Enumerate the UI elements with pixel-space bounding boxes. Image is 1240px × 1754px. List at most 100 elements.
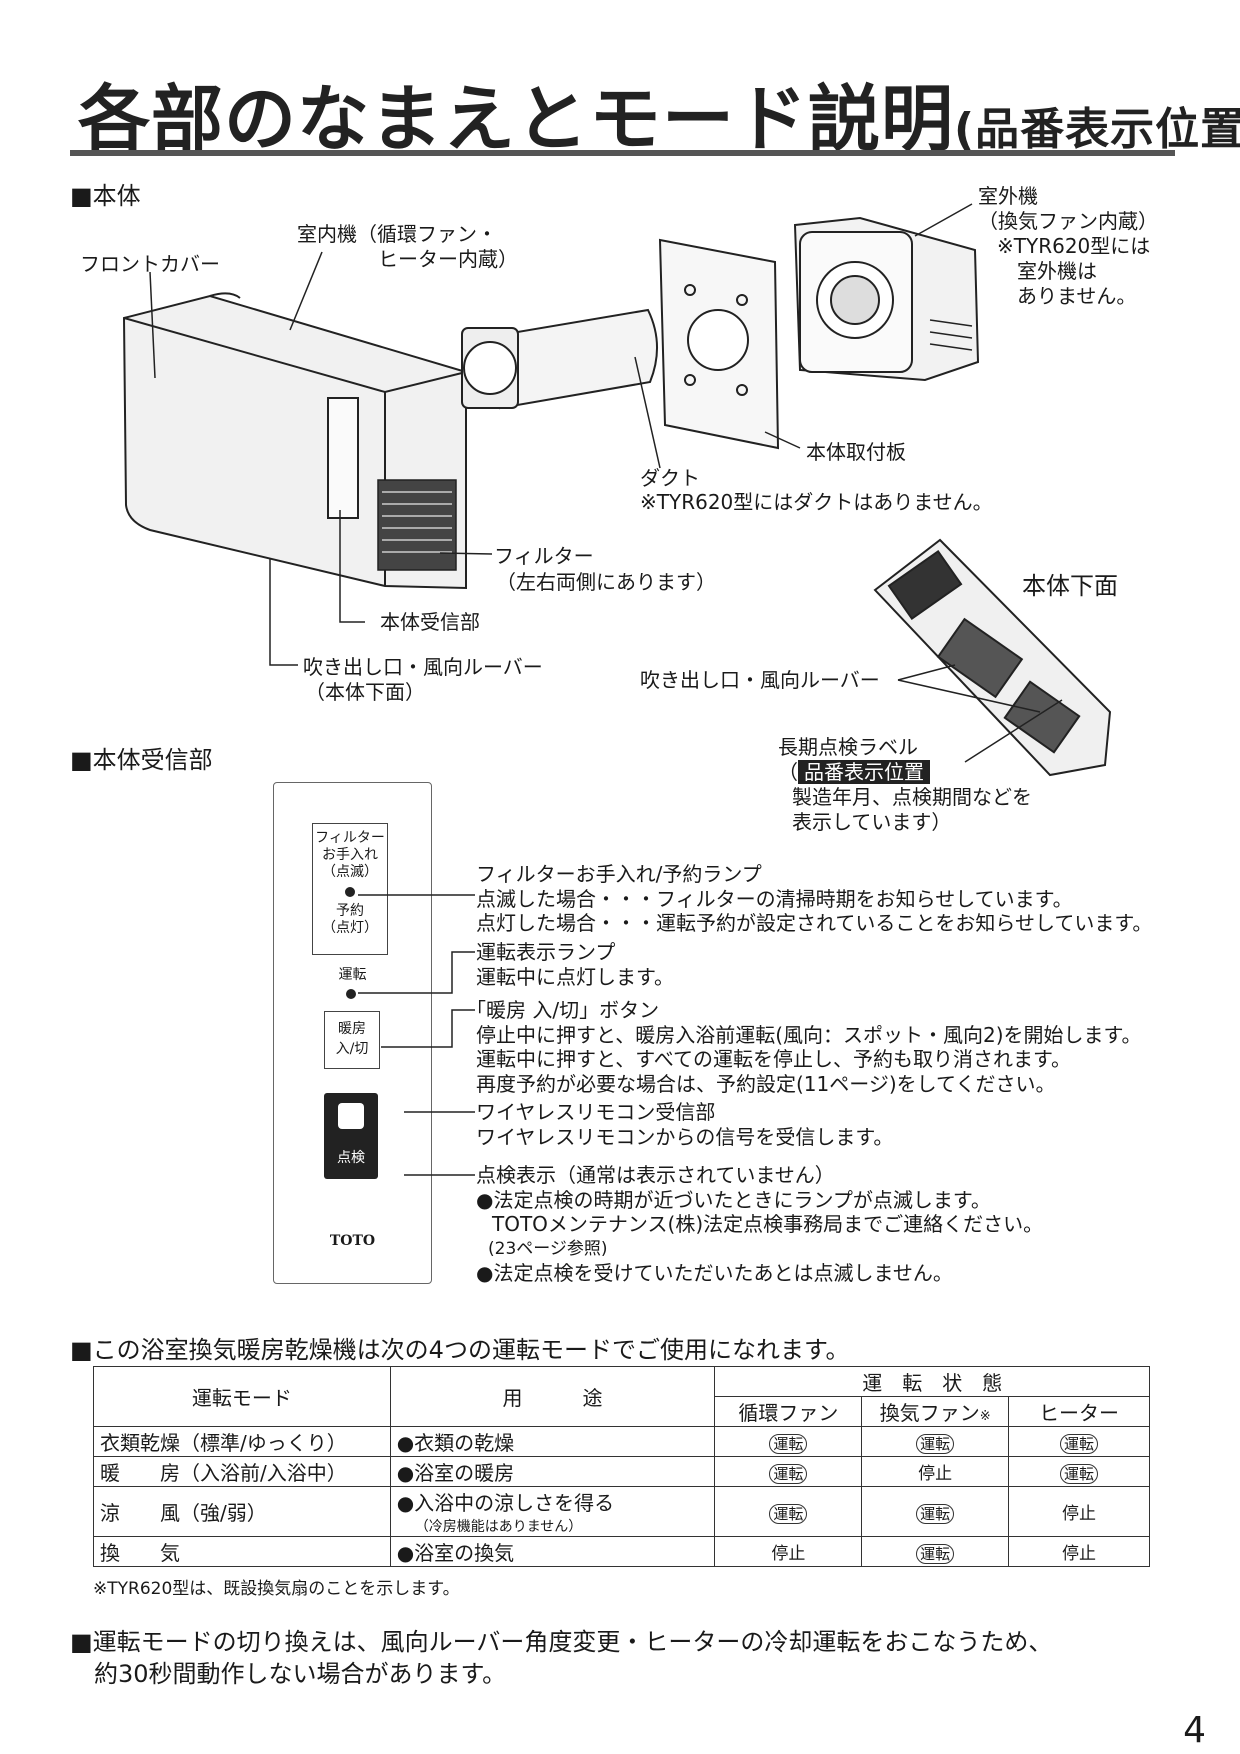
table-row: 衣類乾燥（標準/ゆっくり） ●衣類の乾燥 運転 運転 運転 <box>93 1426 1150 1457</box>
state-badge: 運転 <box>916 1503 955 1524</box>
label-outdoor-unit-1: 室外機 <box>978 184 1038 208</box>
chk-title: 点検表示（通常は表示されていません） <box>476 1163 835 1187</box>
table-footnote: ※TYR620型は、既設換気扇のことを示します。 <box>93 1579 460 1599</box>
section-receiver: ■本体受信部 <box>70 746 213 774</box>
label-bottom-view: 本体下面 <box>1022 572 1118 600</box>
chk-line-1: ●法定点検の時期が近づいたときにランプが点滅します。 <box>476 1187 991 1212</box>
th-heater: ヒーター <box>1008 1396 1150 1427</box>
reserve-line-1: 予約 <box>336 903 364 919</box>
desc-lamp: フィルターお手入れ/予約ランプ 点滅した場合・・・フィルターの清掃時期をお知らせ… <box>476 862 1152 936</box>
cell-fan2: 運転 <box>861 1486 1010 1537</box>
label-indoor-unit-1: 室内機（循環ファン・ <box>297 222 497 246</box>
cell-mode: 涼 風（強/弱） <box>93 1486 391 1537</box>
th-fan1: 循環ファン <box>714 1396 863 1427</box>
lamp-line-2: 点灯した場合・・・運転予約が設定されていることをお知らせしています。 <box>476 911 1153 935</box>
cell-fan1: 運転 <box>714 1486 863 1537</box>
th-fan2: 換気ファン※ <box>861 1396 1010 1427</box>
label-mount-plate: 本体取付板 <box>806 440 906 464</box>
filter-lamp <box>345 887 355 897</box>
reserve-line-2: （点灯） <box>322 920 378 936</box>
chk-line-4: ●法定点検を受けていただいたあとは点滅しません。 <box>476 1261 953 1285</box>
cell-use: ●浴室の暖房 <box>389 1456 716 1487</box>
modes-intro: ■この浴室換気暖房乾燥機は次の4つの運転モードでご使用になれます。 <box>70 1336 850 1364</box>
btn-line-1: 停止中に押すと、暖房入浴前運転(風向：スポット・風向2)を開始します。 <box>476 1022 1142 1047</box>
run-label: 運転 <box>338 967 367 983</box>
cell-heater: 運転 <box>1008 1456 1150 1487</box>
label-outdoor-unit-2: （換気ファン内蔵） <box>978 209 1158 233</box>
receiver-window <box>338 1103 364 1129</box>
table-row: 暖 房（入浴前/入浴中） ●浴室の暖房 運転 停止 運転 <box>93 1456 1150 1487</box>
page-title: 各部のなまえとモード説明(品番表示位置) <box>78 77 1240 161</box>
th-mode: 運転モード <box>93 1366 391 1427</box>
table-row: 涼 風（強/弱） ●入浴中の涼しさを得る（冷房機能はありません） 運転 運転 停… <box>93 1486 1150 1537</box>
filter-box-line-3: （点滅） <box>322 864 378 880</box>
cell-mode: 衣類乾燥（標準/ゆっくり） <box>93 1426 391 1457</box>
desc-check: 点検表示（通常は表示されていません） ●法定点検の時期が近づいたときにランプが点… <box>476 1163 1043 1286</box>
state-badge: 運転 <box>769 1433 808 1454</box>
cell-use: ●衣類の乾燥 <box>389 1426 716 1457</box>
lamp-line-1: 点滅した場合・・・フィルターの清掃時期をお知らせしています。 <box>476 886 1073 911</box>
cell-heater: 停止 <box>1008 1486 1150 1537</box>
cell-fan1: 運転 <box>714 1456 863 1487</box>
receiver-panel: フィルター お手入れ （点滅） 予約 （点灯） 運転 暖房 入/切 点検 TOT… <box>273 782 432 1284</box>
title-rule <box>70 150 1175 156</box>
cell-fan2: 運転 <box>861 1426 1010 1457</box>
cell-mode: 暖 房（入浴前/入浴中） <box>93 1456 391 1487</box>
state-badge: 運転 <box>769 1503 808 1524</box>
run-lamp <box>346 989 356 999</box>
filter-box-line-1: フィルター <box>315 830 385 846</box>
cell-fan2: 運転 <box>861 1536 1010 1567</box>
btn-title: 「暖房 入/切」ボタン <box>466 998 660 1022</box>
label-outdoor-unit-4: 室外機は <box>1017 259 1097 283</box>
desc-heat-button: 「暖房 入/切」ボタン 停止中に押すと、暖房入浴前運転(風向：スポット・風向2)… <box>466 998 1142 1096</box>
state-badge: 運転 <box>916 1543 955 1564</box>
cell-use-main: ●入浴中の涼しさを得る <box>396 1491 615 1515</box>
lamp-title: フィルターお手入れ/予約ランプ <box>476 862 762 886</box>
th-state: 運 転 状 態 <box>714 1366 1150 1397</box>
check-label: 点検 <box>337 1150 365 1166</box>
cell-mode: 換 気 <box>93 1536 391 1567</box>
page-number: 4 <box>1183 1710 1206 1751</box>
label-receiver-part: 本体受信部 <box>380 610 480 634</box>
heat-btn-line-1: 暖房 <box>338 1021 366 1037</box>
desc-wireless: ワイヤレスリモコン受信部 ワイヤレスリモコンからの信号を受信します。 <box>476 1100 893 1149</box>
cell-heater: 停止 <box>1008 1536 1150 1567</box>
filter-grille <box>377 479 457 571</box>
label-bottom-outlet: 吹き出し口・風向ルーバー <box>640 668 880 692</box>
label-outdoor-unit-3: ※TYR620型には <box>997 234 1151 258</box>
wl-title: ワイヤレスリモコン受信部 <box>476 1100 716 1124</box>
label-inspection-1: 長期点検ラベル <box>778 735 918 759</box>
label-duct: ダクト <box>640 466 700 490</box>
label-front-cover: フロントカバー <box>80 252 220 276</box>
desc-run: 運転表示ランプ 運転中に点灯します。 <box>476 940 674 989</box>
label-inspection-highlight: （品番表示位置 <box>778 760 930 785</box>
label-inspection-2: 製造年月、点検期間などを <box>792 785 1032 809</box>
cell-fan1: 停止 <box>714 1536 863 1567</box>
label-filter-1: フィルター <box>494 544 594 568</box>
modes-table: 運転モード 用 途 運 転 状 態 循環ファン 換気ファン※ ヒーター 衣類乾燥… <box>93 1366 1150 1567</box>
label-duct-note: ※TYR620型にはダクトはありません。 <box>640 490 993 514</box>
th-use: 用 途 <box>389 1366 716 1427</box>
label-filter-2: （左右両側にあります） <box>496 570 716 594</box>
th-fan2-label: 換気ファン <box>879 1401 980 1425</box>
btn-line-2: 運転中に押すと、すべての運転を停止し、予約も取り消されます。 <box>476 1047 1071 1071</box>
label-outlet-1: 吹き出し口・風向ルーバー <box>303 655 543 679</box>
bottom-note-2: 約30秒間動作しない場合があります。 <box>94 1660 507 1688</box>
run-title: 運転表示ランプ <box>476 940 616 964</box>
th-fan2-mark: ※ <box>979 1409 991 1424</box>
heat-toggle-button[interactable]: 暖房 入/切 <box>324 1011 380 1069</box>
receiver-leaders <box>358 894 475 1176</box>
filter-reserve-box: フィルター お手入れ （点滅） 予約 （点灯） <box>312 823 388 955</box>
cell-fan2: 停止 <box>861 1456 1010 1487</box>
bottom-note-1: ■運転モードの切り換えは、風向ルーバー角度変更・ヒーターの冷却運転をおこなうため… <box>70 1628 1053 1656</box>
wireless-receiver: 点検 <box>324 1093 378 1179</box>
state-badge: 運転 <box>1060 1433 1099 1454</box>
duct <box>499 308 659 410</box>
cell-heater: 運転 <box>1008 1426 1150 1457</box>
btn-line-3: 再度予約が必要な場合は、予約設定(11ページ)をしてください。 <box>476 1071 1056 1096</box>
state-badge: 運転 <box>769 1463 808 1484</box>
state-badge: 運転 <box>916 1433 955 1454</box>
cell-use: ●浴室の換気 <box>389 1536 716 1567</box>
brand-logo: TOTO <box>329 1233 376 1249</box>
state-badge: 運転 <box>1060 1463 1099 1484</box>
